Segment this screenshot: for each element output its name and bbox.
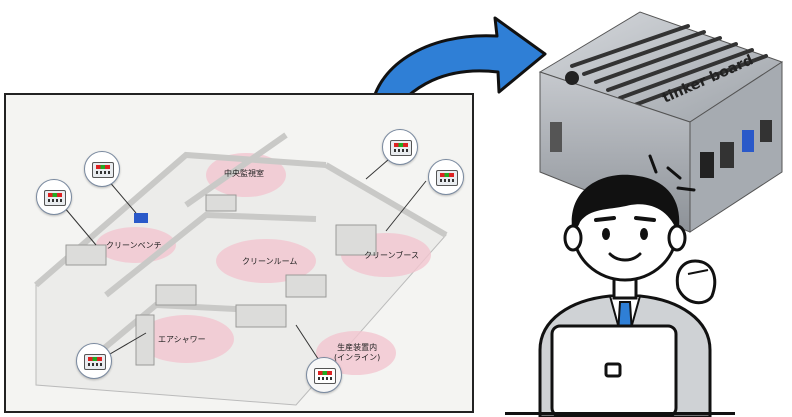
curved-arrow-icon [369,16,547,124]
zone-label-central-monitoring: 中央監視室 [224,169,264,178]
cleanroom-floor-plan: 中央監視室 クリーンベンチ クリーンルーム クリーンブース エアシャワー 生産装… [4,93,474,413]
desk-line [505,412,735,415]
sensor-icon [76,343,112,379]
laptop-icon [550,324,678,417]
zone-label-clean-booth: クリーンブース [364,251,419,260]
sensor-icon [428,159,464,195]
floor-plan-drawing [34,132,448,406]
zone-label-inline: 生産装置内 (インライン) [334,343,381,362]
sensor-icon [382,129,418,165]
mini-pc-icon [538,11,784,233]
zone-label-air-shower: エアシャワー [158,335,206,344]
sensor-icon [36,179,72,215]
sensor-icon [306,357,342,393]
sensor-icon [84,151,120,187]
zone-label-clean-room: クリーンルーム [242,257,298,266]
zone-label-clean-bench: クリーンベンチ [106,241,162,250]
